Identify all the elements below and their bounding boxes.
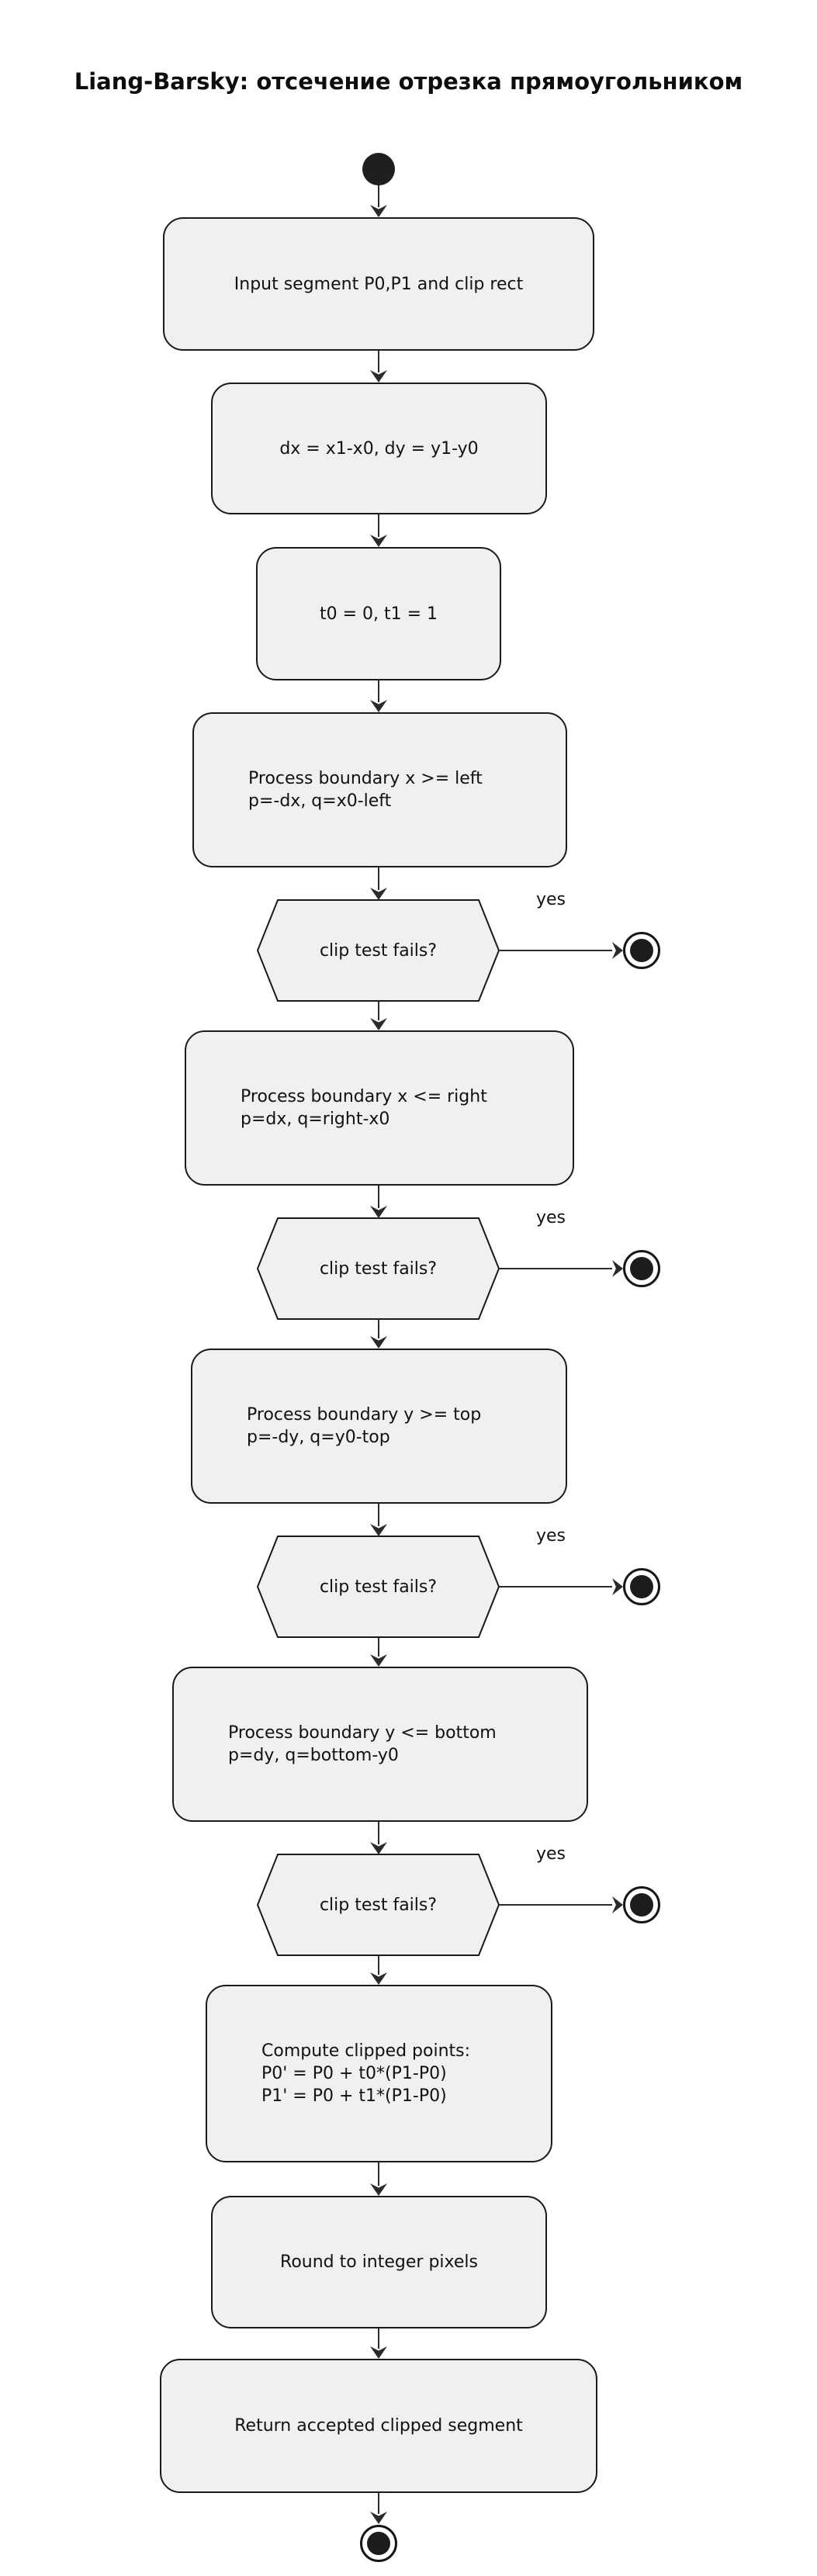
flow-arrow-b10-end [378,2493,379,2514]
process-box-input: Input segment P0,P1 and clip rect [163,217,594,351]
box-label: Process boundary y >= top [247,1405,482,1425]
process-box-boundary-left: Process boundary x >= left p=-dx, q=x0-l… [192,712,567,867]
decision-hexagon-clip-test-4 [256,1854,500,1956]
process-box-boundary-right: Process boundary x <= right p=dx, q=righ… [185,1030,574,1186]
flow-arrow-d3-end [499,1586,612,1587]
box-label: Process boundary x >= left [248,769,483,788]
decision-label: clip test fails? [319,940,438,961]
flow-arrowhead [612,942,623,959]
box-label: Round to integer pixels [280,2252,478,2272]
end-node-dot [630,1893,653,1916]
flow-arrow-b1-b2 [378,351,379,372]
box-label: p=-dy, q=y0-top [247,1428,390,1447]
flow-arrowhead [612,1260,623,1277]
flow-arrow-d4-end [499,1904,612,1906]
end-node-final [360,2525,397,2562]
flow-arrow-b4-d1 [378,867,379,890]
diagram-title: Liang-Barsky: отсечение отрезка прямоуго… [74,68,743,95]
decision-label: clip test fails? [319,1259,438,1279]
flow-arrow-d2-b6 [378,1319,379,1338]
flow-arrowhead [612,1896,623,1913]
yes-label-1: yes [536,890,566,909]
box-label: P0' = P0 + t0*(P1-P0) [261,2064,447,2083]
box-label: dx = x1-x0, dy = y1-y0 [279,438,479,459]
flow-arrow-b2-b3 [378,514,379,537]
flow-arrow-start-b1 [378,185,379,207]
flow-arrow-d1-end [499,950,612,951]
decision-label: clip test fails? [319,1895,438,1915]
end-node-dot [630,1575,653,1598]
decision-hexagon-clip-test-3 [256,1536,500,1638]
flow-arrow-b7-d4 [378,1822,379,1844]
flow-arrow-d2-end [499,1268,612,1269]
decision-label: clip test fails? [319,1577,438,1597]
process-box-deltas: dx = x1-x0, dy = y1-y0 [211,383,547,514]
box-label: Compute clipped points: [261,2041,471,2061]
flow-arrow-b5-d2 [378,1186,379,1208]
start-node [362,153,395,185]
yes-label-3: yes [536,1526,566,1546]
flow-arrow-b6-d3 [378,1504,379,1526]
process-box-boundary-bottom: Process boundary y <= bottom p=dy, q=bot… [172,1667,588,1822]
process-box-compute-points: Compute clipped points: P0' = P0 + t0*(P… [206,1985,552,2162]
box-label: P1' = P0 + t1*(P1-P0) [261,2086,447,2106]
box-label: Process boundary y <= bottom [228,1723,497,1743]
box-label: Input segment P0,P1 and clip rect [234,274,524,294]
decision-hexagon-clip-test-2 [256,1217,500,1320]
flow-arrow-d1-b5 [378,1001,379,1020]
box-label: p=-dx, q=x0-left [248,791,392,811]
end-node-3 [623,1568,660,1605]
flow-arrow-b3-b4 [378,680,379,702]
yes-label-4: yes [536,1844,566,1864]
process-box-round: Round to integer pixels [211,2196,547,2328]
end-node-dot [367,2532,390,2555]
process-box-return: Return accepted clipped segment [160,2359,597,2493]
process-box-boundary-top: Process boundary y >= top p=-dy, q=y0-to… [191,1349,567,1504]
end-node-4 [623,1886,660,1923]
box-label: Process boundary x <= right [241,1087,487,1106]
box-label: p=dx, q=right-x0 [241,1110,390,1129]
decision-hexagon-clip-test-1 [256,899,500,1002]
yes-label-2: yes [536,1208,566,1227]
end-node-2 [623,1250,660,1287]
end-node-dot [630,1257,653,1280]
process-box-init-t: t0 = 0, t1 = 1 [256,547,501,680]
box-label: p=dy, q=bottom-y0 [228,1746,399,1765]
end-node-1 [623,932,660,969]
flow-arrow-d4-b8 [378,1955,379,1975]
flow-arrow-d3-b7 [378,1637,379,1657]
flow-arrow-b9-b10 [378,2328,379,2349]
box-label: Return accepted clipped segment [234,2416,523,2436]
flow-arrowhead [612,1578,623,1595]
flow-arrow-b8-b9 [378,2162,379,2186]
end-node-dot [630,939,653,962]
box-label: t0 = 0, t1 = 1 [319,604,438,624]
